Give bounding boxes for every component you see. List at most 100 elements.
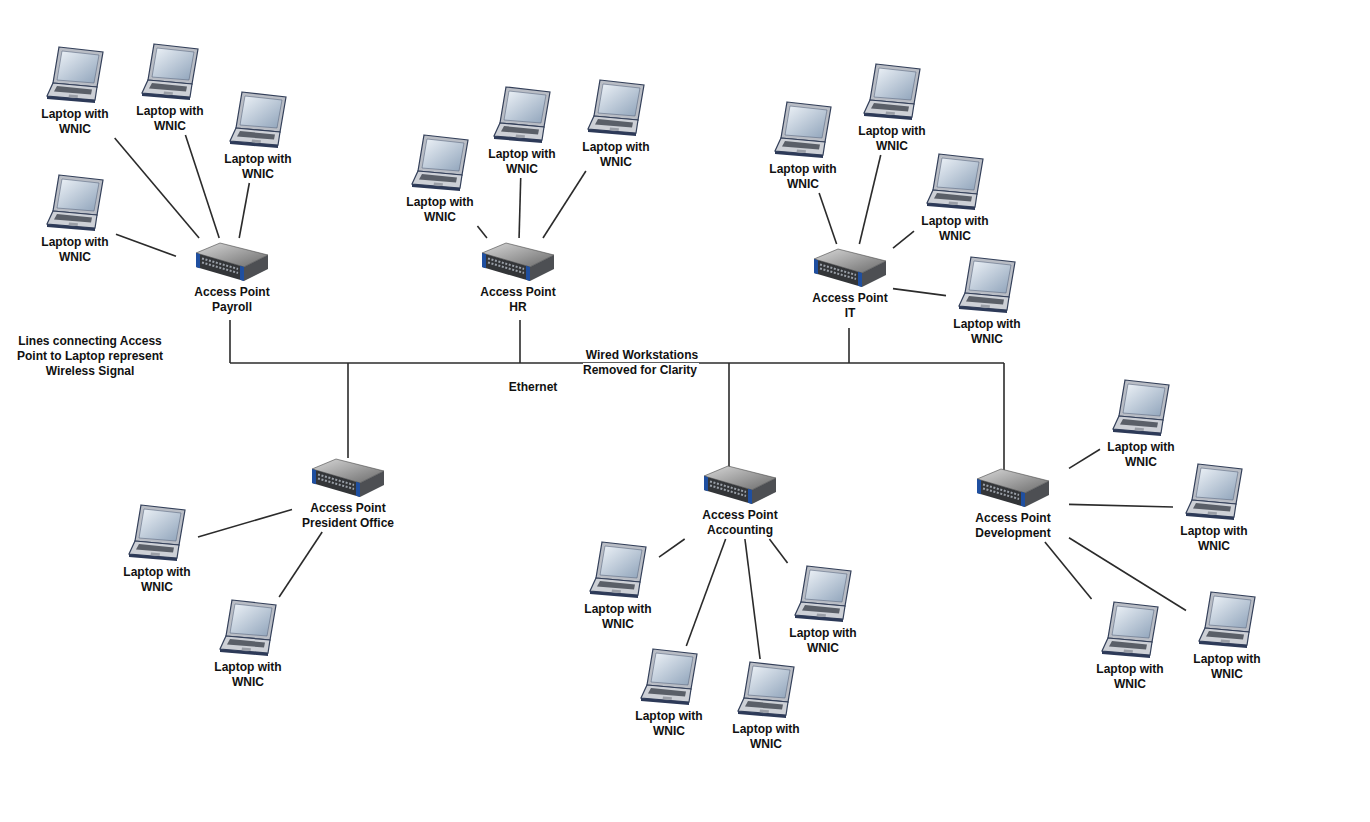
wireless-link	[745, 539, 760, 659]
access-point: Access Point Development	[958, 465, 1068, 541]
laptop: Laptop with WNIC	[763, 100, 843, 192]
laptop-label: Laptop with WNIC	[947, 317, 1027, 347]
laptop-label: Laptop with WNIC	[763, 162, 843, 192]
laptop: Laptop with WNIC	[208, 598, 288, 690]
wireless-link	[659, 539, 685, 557]
laptop-label: Laptop with WNIC	[400, 195, 480, 225]
laptop-label: Laptop with WNIC	[35, 235, 115, 265]
access-point-icon	[975, 465, 1051, 511]
laptop-icon	[736, 660, 796, 722]
laptop: Laptop with WNIC	[35, 173, 115, 265]
laptop-icon	[793, 564, 853, 626]
laptop: Laptop with WNIC	[1187, 590, 1267, 682]
laptop-icon	[639, 647, 699, 709]
note-label: Wired Workstations Removed for Clarity	[576, 348, 706, 378]
wireless-link	[279, 532, 322, 597]
access-point-label: Access Point Development	[958, 511, 1068, 541]
laptop-label: Laptop with WNIC	[1101, 440, 1181, 470]
wireless-link	[893, 289, 946, 296]
laptop-icon	[492, 85, 552, 147]
access-point-icon	[702, 462, 778, 508]
wireless-link	[519, 178, 521, 238]
wireless-link	[1069, 449, 1100, 468]
laptop: Laptop with WNIC	[482, 85, 562, 177]
access-point: Access Point HR	[476, 239, 560, 315]
network-label: Ethernet	[493, 380, 573, 395]
wireless-link	[239, 183, 249, 238]
laptop: Laptop with WNIC	[726, 660, 806, 752]
access-point-icon	[812, 245, 888, 291]
access-point: Access Point Accounting	[685, 462, 795, 538]
laptop-label: Laptop with WNIC	[218, 152, 298, 182]
laptop-label: Laptop with WNIC	[117, 565, 197, 595]
laptop-icon	[925, 152, 985, 214]
ethernet-drop	[229, 320, 231, 363]
wireless-link	[185, 135, 219, 238]
access-point-icon	[480, 239, 556, 285]
note-label: Lines connecting Access Point to Laptop …	[10, 334, 170, 379]
laptop: Laptop with WNIC	[578, 540, 658, 632]
ethernet-drop	[728, 363, 730, 468]
laptop: Laptop with WNIC	[35, 45, 115, 137]
wireless-link	[1069, 504, 1173, 507]
laptop: Laptop with WNIC	[218, 90, 298, 182]
laptop-icon	[1111, 378, 1171, 440]
laptop-icon	[773, 100, 833, 162]
access-point: Access Point Payroll	[177, 239, 287, 315]
laptop-icon	[1100, 600, 1160, 662]
laptop-icon	[140, 42, 200, 104]
laptop-label: Laptop with WNIC	[130, 104, 210, 134]
wireless-link	[115, 138, 199, 238]
wireless-link	[686, 539, 725, 646]
laptop: Laptop with WNIC	[947, 255, 1027, 347]
ethernet-drop	[347, 363, 349, 458]
ethernet-drop	[848, 328, 850, 363]
wireless-link	[859, 155, 880, 244]
access-point-icon	[310, 455, 386, 501]
laptop-icon	[228, 90, 288, 152]
access-point-label: Access Point President Office	[293, 501, 403, 531]
laptop-icon	[1184, 462, 1244, 524]
laptop-icon	[862, 62, 922, 124]
access-point-label: Access Point Accounting	[685, 508, 795, 538]
laptop-label: Laptop with WNIC	[1187, 652, 1267, 682]
wireless-link	[116, 234, 176, 256]
access-point: Access Point IT	[808, 245, 892, 321]
laptop-label: Laptop with WNIC	[852, 124, 932, 154]
laptop: Laptop with WNIC	[1090, 600, 1170, 692]
laptop: Laptop with WNIC	[130, 42, 210, 134]
laptop-icon	[410, 133, 470, 195]
laptop: Laptop with WNIC	[400, 133, 480, 225]
access-point-label: Access Point IT	[808, 291, 892, 321]
wireless-link	[198, 509, 292, 537]
laptop: Laptop with WNIC	[576, 78, 656, 170]
laptop-label: Laptop with WNIC	[576, 140, 656, 170]
wireless-link	[819, 193, 836, 244]
wireless-link	[477, 226, 487, 238]
laptop-icon	[1197, 590, 1257, 652]
laptop-icon	[127, 503, 187, 565]
laptop-label: Laptop with WNIC	[208, 660, 288, 690]
laptop: Laptop with WNIC	[783, 564, 863, 656]
wireless-link	[1045, 542, 1092, 599]
laptop-icon	[45, 173, 105, 235]
laptop-label: Laptop with WNIC	[1090, 662, 1170, 692]
laptop-label: Laptop with WNIC	[783, 626, 863, 656]
laptop: Laptop with WNIC	[117, 503, 197, 595]
access-point-icon	[194, 239, 270, 285]
laptop-label: Laptop with WNIC	[726, 722, 806, 752]
laptop-icon	[45, 45, 105, 107]
laptop: Laptop with WNIC	[629, 647, 709, 739]
laptop-label: Laptop with WNIC	[482, 147, 562, 177]
laptop: Laptop with WNIC	[1174, 462, 1254, 554]
laptop-icon	[957, 255, 1017, 317]
laptop-icon	[588, 540, 648, 602]
wireless-link	[543, 171, 586, 238]
laptop-icon	[586, 78, 646, 140]
laptop-label: Laptop with WNIC	[1174, 524, 1254, 554]
access-point-label: Access Point HR	[476, 285, 560, 315]
laptop: Laptop with WNIC	[852, 62, 932, 154]
laptop-icon	[218, 598, 278, 660]
ethernet-drop	[1003, 363, 1005, 470]
access-point-label: Access Point Payroll	[177, 285, 287, 315]
